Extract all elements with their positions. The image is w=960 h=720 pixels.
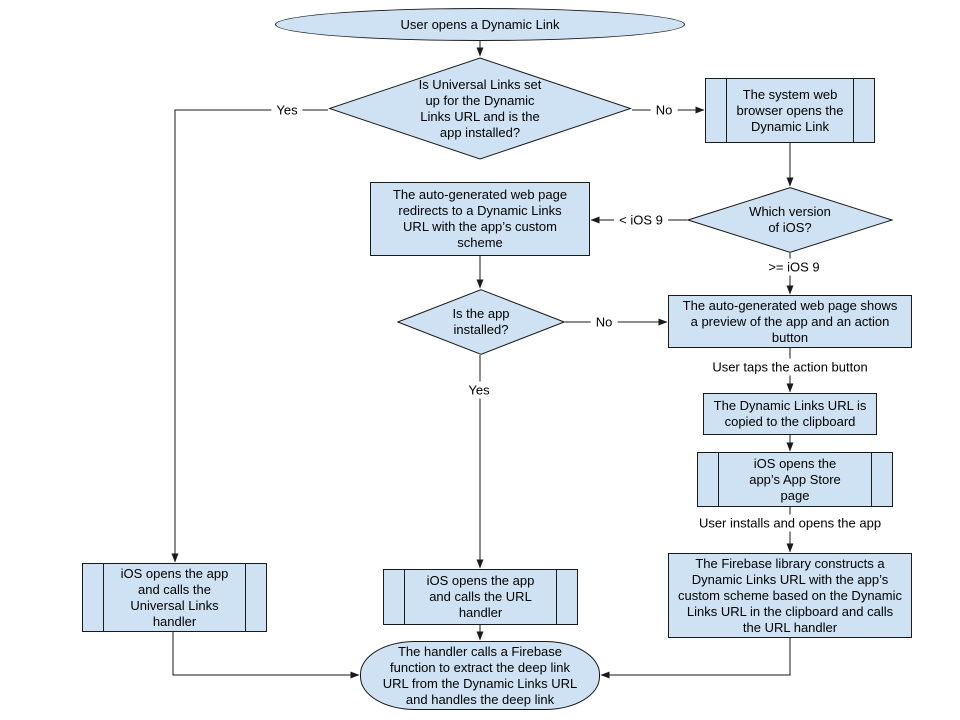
- node-universal-links-handler-label: iOS opens the app and calls the Universa…: [120, 565, 229, 629]
- edge-label-taps-action-button: User taps the action button: [707, 358, 873, 376]
- node-firebase-constructs-label: The Firebase library constructs a Dynami…: [678, 555, 902, 635]
- diamond-shape: [397, 289, 565, 355]
- edge-label-lt-ios9: < iOS 9: [614, 211, 668, 229]
- node-app-store-predefined: iOS opens the app’s App Store page: [697, 452, 893, 507]
- node-end-label: The handler calls a Firebase function to…: [382, 643, 578, 707]
- node-preview-page-label: The auto-generated web page shows a prev…: [682, 297, 898, 345]
- node-copy-clipboard-process: The Dynamic Links URL is copied to the c…: [703, 393, 877, 435]
- node-firebase-constructs-process: The Firebase library constructs a Dynami…: [668, 553, 912, 638]
- edge-label-yes-universal: Yes: [271, 101, 303, 119]
- node-ios-version-decision: Which version of iOS?: [687, 187, 893, 253]
- node-app-store-label: iOS opens the app’s App Store page: [749, 455, 841, 503]
- connector-universal-handler-to-end: [172, 632, 360, 679]
- node-universal-links-decision: Is Universal Links set up for the Dynami…: [328, 57, 632, 160]
- node-app-installed-decision: Is the app installed?: [397, 289, 565, 355]
- node-system-browser-predefined: The system web browser opens the Dynamic…: [705, 78, 875, 143]
- diamond-shape: [328, 57, 632, 160]
- diamond-shape: [687, 187, 893, 253]
- node-redirect-custom-scheme-label: The auto-generated web page redirects to…: [392, 187, 568, 250]
- node-start-label: User opens a Dynamic Link: [400, 16, 560, 32]
- node-url-handler-predefined: iOS opens the app and calls the URL hand…: [383, 569, 578, 625]
- edge-label-no-universal: No: [650, 101, 678, 119]
- node-app-installed-label: Is the app installed?: [452, 306, 510, 337]
- edge-label-gte-ios9: >= iOS 9: [763, 258, 825, 276]
- edge-label-no-installed: No: [590, 313, 618, 331]
- node-start-terminator: User opens a Dynamic Link: [275, 8, 685, 41]
- node-preview-page-process: The auto-generated web page shows a prev…: [668, 295, 912, 348]
- node-end-terminator: The handler calls a Firebase function to…: [360, 641, 600, 710]
- edge-label-installs-and-opens: User installs and opens the app: [693, 514, 887, 532]
- node-universal-links-label: Is Universal Links set up for the Dynami…: [418, 76, 542, 140]
- node-system-browser-label: The system web browser opens the Dynamic…: [736, 86, 844, 134]
- node-copy-clipboard-label: The Dynamic Links URL is copied to the c…: [713, 398, 867, 429]
- node-redirect-custom-scheme-process: The auto-generated web page redirects to…: [370, 182, 590, 256]
- node-url-handler-label: iOS opens the app and calls the URL hand…: [426, 573, 535, 620]
- node-universal-links-handler-predefined: iOS opens the app and calls the Universa…: [82, 563, 267, 632]
- edge-label-yes-installed: Yes: [463, 381, 495, 399]
- node-ios-version-label: Which version of iOS?: [749, 204, 831, 235]
- connector-firebase-to-end: [600, 638, 791, 679]
- connector-universal-yes-to-universal-handler: [171, 109, 328, 563]
